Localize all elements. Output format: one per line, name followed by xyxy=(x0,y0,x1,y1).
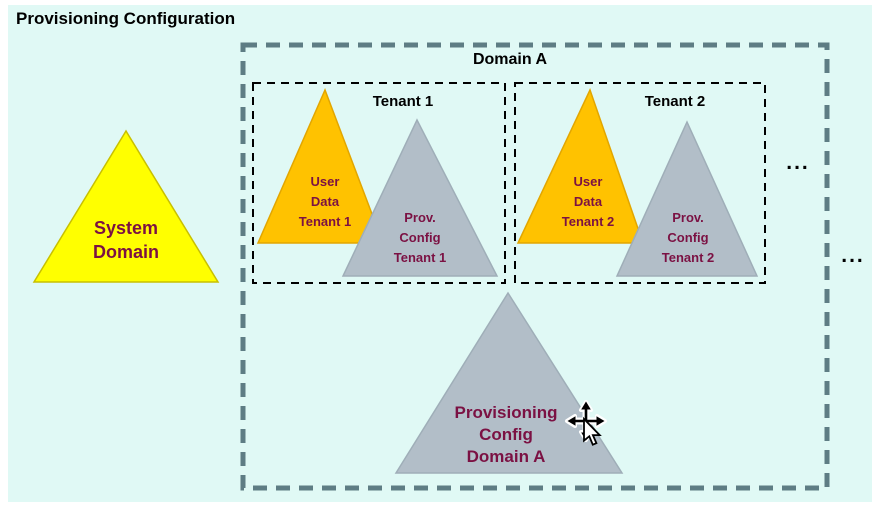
system-domain-triangle xyxy=(32,129,220,283)
tenant-2-box xyxy=(514,82,766,284)
provisioning-config-domain-a-triangle[interactable] xyxy=(394,291,624,474)
domain-a-box xyxy=(240,42,830,491)
prov-config-tenant-1-triangle xyxy=(341,118,499,277)
move-cursor-icon xyxy=(565,400,607,446)
user-data-tenant-2-triangle xyxy=(516,88,645,244)
user-data-tenant-1-triangle xyxy=(256,88,385,244)
prov-config-tenant-2-triangle xyxy=(615,120,759,277)
tenant-1-box xyxy=(252,82,506,284)
